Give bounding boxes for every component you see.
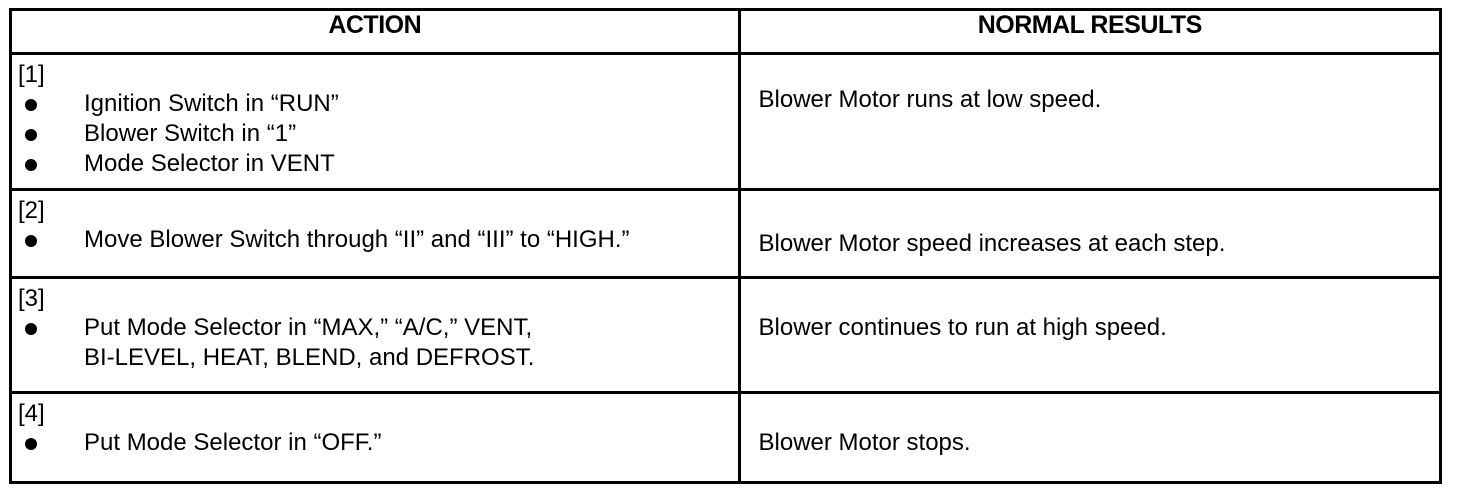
bullet-icon <box>25 98 37 111</box>
action-text: Put Mode Selector in “OFF.” <box>84 428 382 456</box>
action-list: Put Mode Selector in “MAX,” “A/C,” VENT,… <box>12 313 738 373</box>
action-item: Ignition Switch in “RUN” <box>12 89 738 119</box>
bullet-icon <box>25 437 37 450</box>
bullet-icon <box>25 128 37 141</box>
action-item: Mode Selector in VENT <box>12 149 738 179</box>
table-row: [4] Put Mode Selector in “OFF.” Blower M… <box>12 390 1439 481</box>
action-text: Ignition Switch in “RUN” <box>84 89 339 117</box>
action-text: Move Blower Switch through “II” and “III… <box>84 226 630 254</box>
action-item: Move Blower Switch through “II” and “III… <box>12 225 738 255</box>
step-number: [4] <box>18 399 45 427</box>
table-row: [2] Move Blower Switch through “II” and … <box>12 188 1439 280</box>
result-text: Blower Motor speed increases at each ste… <box>758 230 1226 258</box>
action-cell: [1] Ignition Switch in “RUN” Blower Swit… <box>12 51 741 192</box>
action-column-header: ACTION <box>12 11 741 55</box>
result-cell: Blower Motor speed increases at each ste… <box>737 188 1439 280</box>
action-cell: [4] Put Mode Selector in “OFF.” <box>12 390 741 481</box>
result-cell: Blower Motor stops. <box>737 390 1439 481</box>
result-cell: Blower Motor runs at low speed. <box>737 51 1439 192</box>
action-text: Mode Selector in VENT <box>84 149 335 177</box>
action-text: Blower Switch in “1” <box>84 119 297 147</box>
result-text: Blower continues to run at high speed. <box>758 314 1167 342</box>
bullet-icon <box>25 323 37 336</box>
action-item: Put Mode Selector in “OFF.” <box>12 428 738 458</box>
table-row: [3] Put Mode Selector in “MAX,” “A/C,” V… <box>12 276 1439 394</box>
header-row: ACTION NORMAL RESULTS <box>12 11 1439 55</box>
action-item: Put Mode Selector in “MAX,” “A/C,” VENT,… <box>12 313 738 373</box>
action-list: Move Blower Switch through “II” and “III… <box>12 225 738 255</box>
result-cell: Blower continues to run at high speed. <box>737 276 1439 394</box>
action-list: Ignition Switch in “RUN” Blower Switch i… <box>12 89 738 179</box>
result-text: Blower Motor stops. <box>758 428 971 456</box>
action-cell: [3] Put Mode Selector in “MAX,” “A/C,” V… <box>12 276 741 394</box>
step-number: [3] <box>18 285 45 313</box>
bullet-icon <box>25 235 37 248</box>
action-text: Put Mode Selector in “MAX,” “A/C,” VENT,… <box>84 314 535 372</box>
action-cell: [2] Move Blower Switch through “II” and … <box>12 188 741 280</box>
result-text: Blower Motor runs at low speed. <box>758 85 1102 113</box>
step-number: [2] <box>18 197 45 225</box>
step-number: [1] <box>18 60 45 88</box>
procedure-table-frame: ACTION NORMAL RESULTS [1] Ignition Switc… <box>9 8 1442 484</box>
action-list: Put Mode Selector in “OFF.” <box>12 428 738 458</box>
action-item: Blower Switch in “1” <box>12 119 738 149</box>
bullet-icon <box>25 158 37 171</box>
results-column-header: NORMAL RESULTS <box>737 11 1439 55</box>
table-row: [1] Ignition Switch in “RUN” Blower Swit… <box>12 51 1439 192</box>
procedure-table: ACTION NORMAL RESULTS [1] Ignition Switc… <box>12 11 1439 481</box>
